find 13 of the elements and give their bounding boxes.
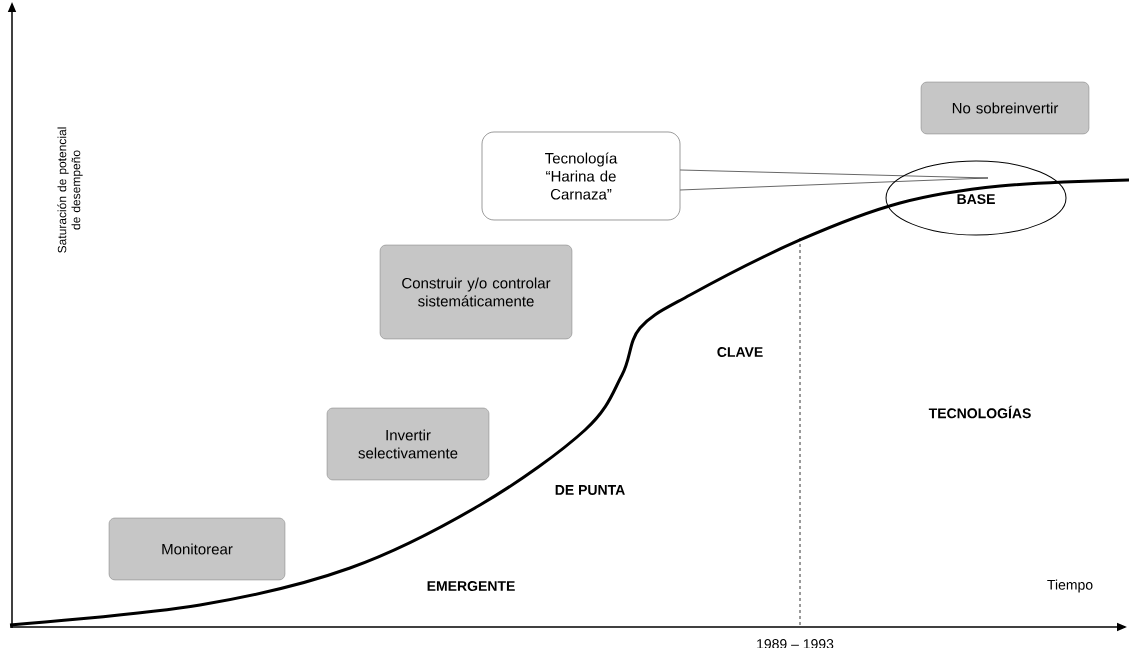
action-box: Monitorear	[108, 517, 286, 581]
callout-bubble: Tecnología “Harina de Carnaza”	[481, 131, 681, 221]
axis-label: Tiempo	[1047, 579, 1093, 593]
region-label: DE PUNTA	[555, 485, 625, 495]
callout-tail	[679, 169, 989, 191]
axis-label: 1989 – 1993	[757, 639, 834, 648]
axis-title: Saturación de potencial de desempeño	[57, 127, 83, 253]
region-label: CLAVE	[717, 347, 763, 357]
action-box: Construir y/o controlar sistemáticamente	[379, 244, 573, 340]
action-box: Invertir selectivamente	[326, 407, 490, 481]
region-label: EMERGENTE	[427, 581, 515, 591]
action-box: No sobreinvertir	[920, 81, 1090, 135]
region-label: TECNOLOGÍAS	[928, 405, 1031, 419]
